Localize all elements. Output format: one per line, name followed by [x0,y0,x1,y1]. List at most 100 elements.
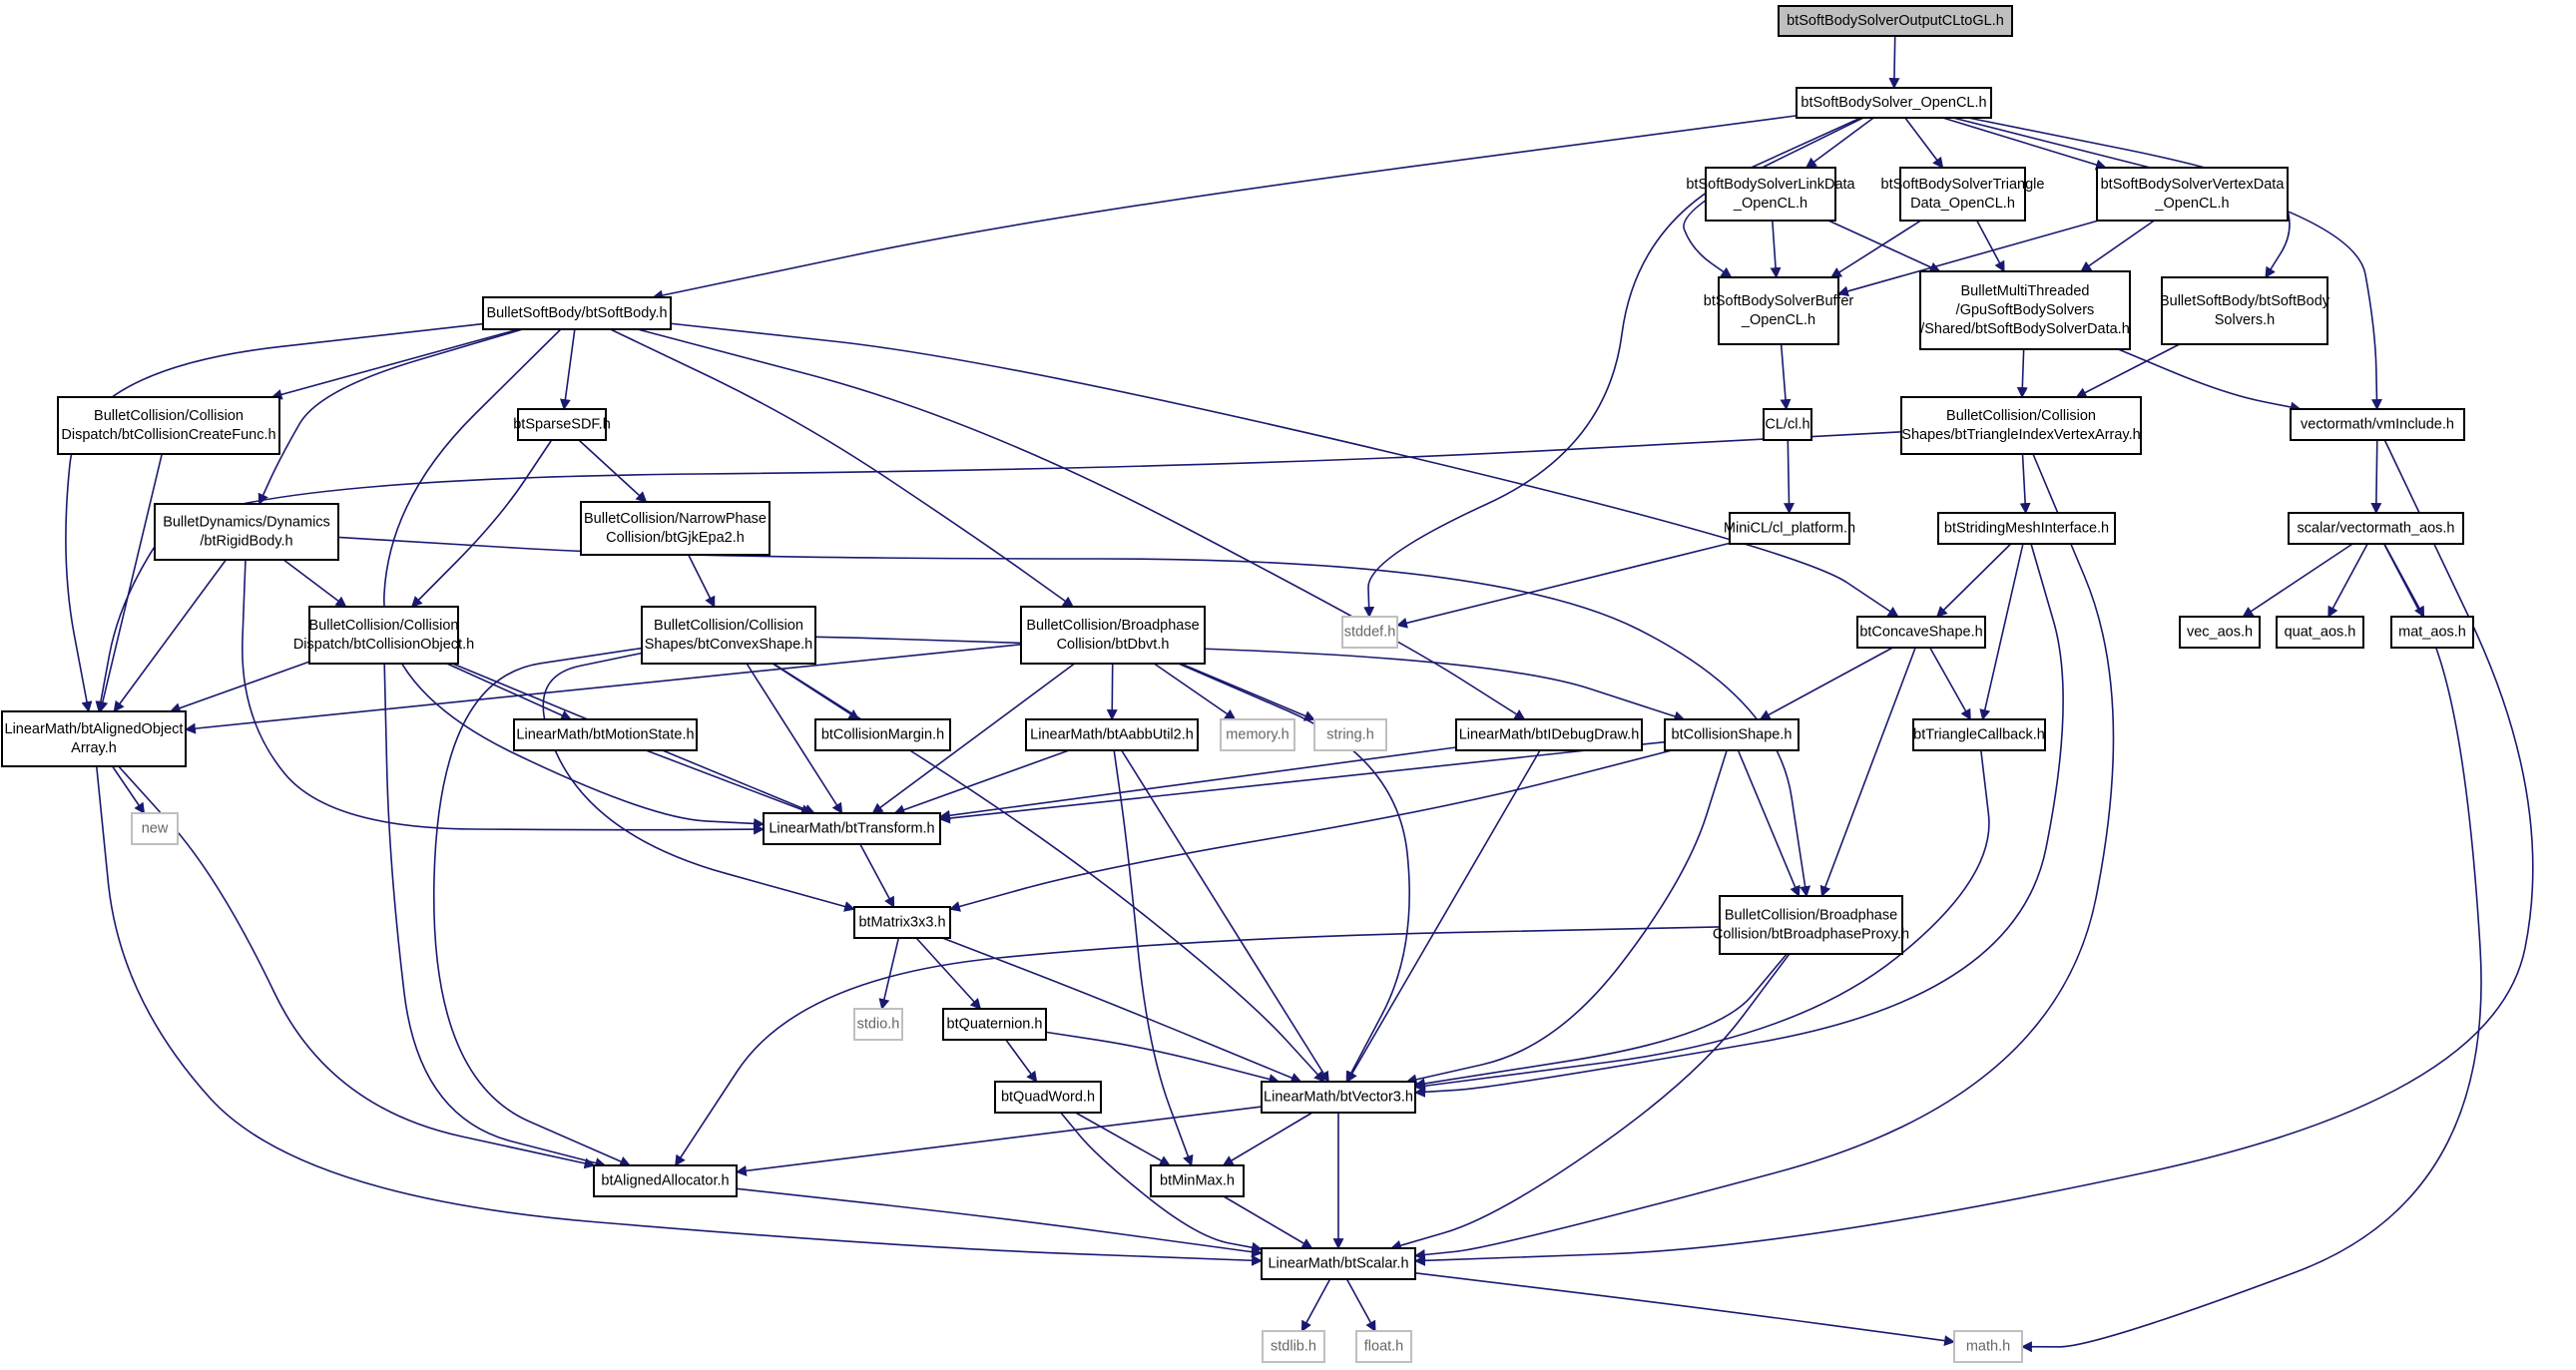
node-label: BulletCollision/Collision [309,618,459,634]
node-quat[interactable]: btQuaternion.h [942,1008,1047,1041]
node-label: BulletCollision/Collision [1946,408,2096,424]
node-label: LinearMath/btAabbUtil2.h [1030,727,1194,743]
node-cltogl[interactable]: btSoftBodySolverOutputCLtoGL.h [1778,5,2013,37]
edge-softbody-to-dbvt [610,328,1075,608]
edge-alobj-to-scalar [95,765,1264,1266]
node-label: stdio.h [857,1017,900,1033]
node-alalloc[interactable]: btAlignedAllocator.h [593,1164,738,1197]
node-label: /btRigidBody.h [200,534,292,550]
edge-bproxy-to-scalar [1389,953,1791,1251]
edge-trivertex-to-scalar [1413,453,2115,1260]
edge-idebug-to-transform [938,746,1457,821]
node-box [853,906,951,939]
node-striding[interactable]: btStridingMeshInterface.h [1937,512,2116,545]
node-transform[interactable]: LinearMath/btTransform.h [763,812,941,845]
node-aabb[interactable]: LinearMath/btAabbUtil2.h [1025,718,1199,751]
header-nodes: btSoftBodySolverOutputCLtoGL.h btSoftBody… [1,5,2474,1363]
edge-solvers-to-trivertex [2075,343,2181,398]
node-gpudata[interactable]: BulletMultiThreaded/GpuSoftBodySolvers/S… [1919,270,2131,350]
edge-rigidbody-to-alobj [113,559,227,712]
node-vmi[interactable]: vectormath/vmInclude.h [2290,408,2465,441]
node-mataos[interactable]: mat_aos.h [2390,616,2474,649]
node-label: btSoftBodySolver_OpenCL.h [1801,95,1986,111]
node-label: btQuadWord.h [1001,1090,1095,1106]
edge-concave-to-cshape [1759,647,1893,720]
node-vertdata[interactable]: btSoftBodySolverVertexData_OpenCL.h [2096,167,2289,222]
node-matrix[interactable]: btMatrix3x3.h [853,906,951,939]
node-vec3[interactable]: LinearMath/btVector3.h [1261,1081,1416,1114]
edge-softbody-to-sparsesdf [559,328,576,411]
edge-motion-to-transform [645,749,812,815]
edge-striding-to-tricb [1979,543,2024,721]
node-box [1020,606,1206,665]
node-label: LinearMath/btIDebugDraw.h [1459,727,1640,743]
edge-buffer-to-clh [1780,343,1792,411]
node-quataos[interactable]: quat_aos.h [2276,616,2364,649]
node-label: btSparseSDF.h [513,417,611,433]
edge-gjkepa-to-convex [688,554,716,608]
node-convex[interactable]: BulletCollision/CollisionShapes/btConvex… [641,606,816,665]
node-vaos[interactable]: scalar/vectormath_aos.h [2288,512,2464,545]
node-box [1455,718,1643,751]
node-softbody[interactable]: BulletSoftBody/btSoftBody.h [482,296,672,330]
edge-bproxy-to-vec3 [1413,953,1788,1090]
node-tricb[interactable]: btTriangleCallback.h [1912,718,2046,751]
edge-convex-to-alalloc [432,647,643,1167]
node-sparsesdf[interactable]: btSparseSDF.h [513,408,611,441]
node-minmax[interactable]: btMinMax.h [1150,1164,1245,1197]
edge-vertdata-to-gpudata [2080,220,2155,272]
edge-bproxy-to-alalloc [674,926,1721,1166]
node-qword[interactable]: btQuadWord.h [994,1081,1102,1114]
edge-collobj-to-alobj [169,661,310,713]
node-box [1,710,187,767]
edge-aabb-to-minmax [1113,749,1194,1167]
node-label: BulletCollision/NarrowPhase [584,511,767,527]
edge-concave-to-tricb [1929,647,1971,720]
edge-rigidbody-to-transform [242,559,766,835]
node-label: memory.h [1226,727,1288,743]
node-linkdata[interactable]: btSoftBodySolverLinkData_OpenCL.h [1686,167,1856,222]
node-clh[interactable]: CL/cl.h [1763,408,1812,441]
edge-collobj-to-motion [446,663,573,720]
node-dbvt[interactable]: BulletCollision/BroadphaseCollision/btDb… [1020,606,1206,665]
node-stddef: stddef.h [1341,616,1398,649]
node-label: btMatrix3x3.h [858,915,945,931]
edge-qword-to-minmax [1075,1112,1171,1166]
node-collobj[interactable]: BulletCollision/CollisionDispatch/btColl… [293,606,474,665]
edge-rigidbody-to-bproxy [337,536,1811,898]
edge-dbvt-to-memory [1153,663,1237,720]
node-buffer[interactable]: btSoftBodySolverBuffer_OpenCL.h [1704,276,1854,345]
edge-concave-to-bproxy [1819,647,1916,898]
node-box [853,1008,903,1041]
edge-vmi-to-scalar [1413,439,2534,1266]
node-label: btSoftBodySolverTriangle [1881,177,2045,193]
node-vecaos[interactable]: vec_aos.h [2179,616,2261,649]
node-label: BulletSoftBody/btSoftBody [2160,293,2330,309]
node-label: Dispatch/btCollisionCreateFunc.h [61,427,275,443]
node-bproxy[interactable]: BulletCollision/BroadphaseCollision/btBr… [1713,895,1909,955]
edge-convex-to-transform [746,663,843,814]
node-box [1664,718,1800,751]
node-scalar[interactable]: LinearMath/btScalar.h [1261,1247,1416,1280]
node-idebug[interactable]: LinearMath/btIDebugDraw.h [1455,718,1643,751]
node-trivertex[interactable]: BulletCollision/CollisionShapes/btTriang… [1900,396,2142,455]
node-opencl[interactable]: btSoftBodySolver_OpenCL.h [1796,87,1992,119]
node-label: Array.h [71,740,117,756]
node-rigidbody[interactable]: BulletDynamics/Dynamics/btRigidBody.h [154,503,339,561]
node-label: /GpuSoftBodySolvers [1956,302,2095,318]
node-concave[interactable]: btConcaveShape.h [1856,616,1986,649]
node-minicl[interactable]: MiniCL/cl_platform.h [1724,512,1855,545]
node-gjkepa[interactable]: BulletCollision/NarrowPhaseCollision/btG… [580,501,771,556]
node-box [1856,616,1986,649]
node-createfunc[interactable]: BulletCollision/CollisionDispatch/btColl… [57,396,280,455]
node-cshape[interactable]: btCollisionShape.h [1664,718,1800,751]
edge-clh-to-minicl [1784,439,1796,515]
node-margin[interactable]: btCollisionMargin.h [814,718,951,751]
node-label: BulletMultiThreaded [1961,283,2090,299]
node-label: btSoftBodySolverOutputCLtoGL.h [1787,13,2004,29]
node-motion[interactable]: LinearMath/btMotionState.h [513,718,698,751]
edge-gpudata-to-vmi [2118,348,2302,413]
